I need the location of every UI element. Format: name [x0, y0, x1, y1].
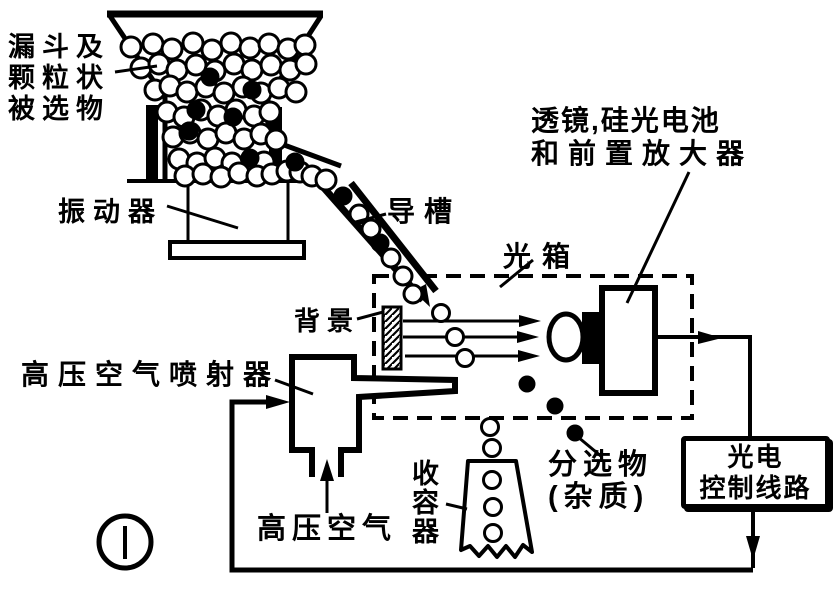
label-light-box: 光箱	[503, 241, 582, 272]
granule	[175, 80, 199, 104]
granule	[119, 35, 143, 59]
granule	[482, 438, 502, 458]
leader-injector	[274, 378, 314, 396]
granule	[482, 470, 502, 490]
granule	[257, 32, 281, 56]
leader-lens	[625, 171, 691, 304]
granule	[179, 121, 199, 141]
lens-ellipse	[546, 311, 586, 363]
label-air-injector: 高压空气喷射器	[21, 359, 281, 390]
photocell-assembly	[546, 285, 658, 396]
label-high-pressure-air: 高压空气	[257, 513, 398, 545]
granule	[223, 107, 243, 127]
hopper-granules-black	[179, 67, 305, 172]
control-circuit-box: 光电 控制线路	[681, 436, 830, 509]
stream-granules-white	[431, 303, 503, 543]
leader-vibrator	[166, 204, 239, 230]
label-background: 背景	[294, 306, 361, 336]
arrowhead-signal	[698, 331, 722, 344]
granule	[219, 31, 243, 55]
granule	[546, 397, 564, 415]
arrowhead-down	[746, 536, 760, 560]
granule	[518, 375, 536, 393]
collector-vessel	[459, 459, 534, 559]
granule	[285, 152, 305, 172]
leader-collector	[445, 502, 468, 511]
preamp-body	[599, 285, 658, 396]
granule	[380, 247, 402, 269]
granule	[293, 33, 317, 57]
granule	[314, 168, 338, 192]
granule	[370, 233, 390, 253]
figure-1-marker	[96, 513, 154, 571]
granule	[238, 36, 262, 60]
leader-lines	[114, 64, 691, 511]
label-preamplifier: 和前置放大器	[531, 138, 754, 169]
granule	[392, 265, 414, 287]
granule	[483, 523, 503, 543]
leader-background	[356, 310, 384, 321]
label-vibrator: 振动器	[58, 197, 163, 227]
granule	[455, 348, 475, 368]
granule	[294, 52, 318, 76]
leader-hopper	[114, 64, 158, 74]
lens-flange	[582, 312, 604, 364]
signal-wire	[655, 331, 752, 436]
light-box-outline	[372, 274, 694, 420]
granule	[333, 186, 353, 206]
background-plate	[381, 305, 403, 371]
leader-lightbox	[499, 258, 534, 289]
granule	[186, 100, 206, 120]
arrowhead-into-injector	[266, 395, 290, 409]
granule	[264, 128, 288, 152]
granule	[284, 80, 308, 104]
label-guide-chute: 导槽	[387, 196, 462, 227]
label-lens-photocell: 透镜,硅光电池	[531, 105, 721, 136]
chute-granules-black	[333, 186, 390, 253]
label-sorted-impurity: 分选物 (杂质)	[548, 449, 654, 513]
label-collector: 收容器	[408, 459, 438, 546]
control-circuit-label: 光电 控制线路	[699, 441, 812, 503]
granule	[200, 38, 224, 62]
leader-chute	[351, 212, 387, 225]
granule	[160, 37, 184, 61]
granule	[480, 417, 500, 437]
granule	[483, 497, 503, 517]
granule	[242, 80, 262, 100]
granule	[181, 31, 205, 55]
granule	[402, 283, 424, 305]
impurity-dots-black	[518, 375, 584, 442]
air-injector	[289, 354, 458, 513]
granule	[258, 100, 282, 124]
label-hopper-material: 漏斗及 颗粒状 被选物	[8, 32, 110, 124]
granule	[431, 303, 451, 323]
granule	[360, 218, 382, 240]
granule	[200, 67, 220, 87]
chute-granules-white	[348, 203, 424, 305]
leader-impurity	[577, 435, 603, 459]
granule	[141, 32, 165, 56]
granule	[259, 53, 283, 77]
hopper-side-bar-left	[146, 105, 158, 182]
feedback-loop-wire	[229, 395, 760, 573]
vibrator-stand	[168, 182, 306, 260]
granule	[445, 327, 465, 347]
granule	[240, 148, 260, 168]
